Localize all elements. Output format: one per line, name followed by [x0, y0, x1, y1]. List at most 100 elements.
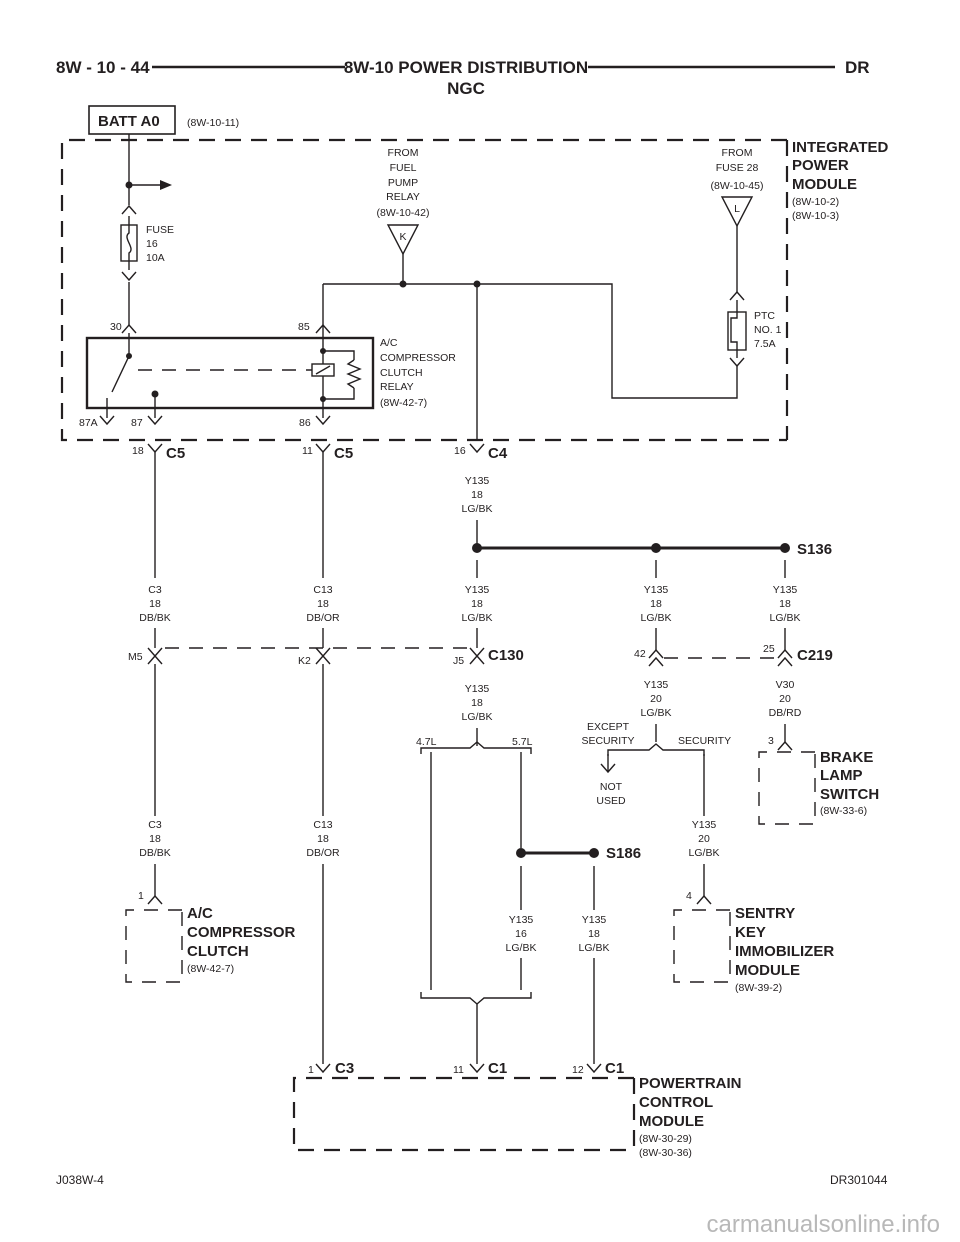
y135-20-color: LG/BK — [641, 707, 672, 719]
pcm-c3-terminal-icon — [315, 1063, 331, 1074]
skim-ref: (8W-39-2) — [735, 982, 782, 994]
c13-lower-color: DB/OR — [306, 847, 340, 859]
y135-sec-color: LG/BK — [689, 847, 720, 859]
ipm-name-2: POWER — [792, 157, 849, 174]
fuse-rating: 10A — [146, 252, 165, 264]
y135-s186-circuit: Y135 — [582, 914, 607, 926]
pin86-terminal-icon — [315, 415, 331, 426]
ptc-label: PTC — [754, 310, 775, 322]
c219-25-top-icon — [777, 648, 793, 659]
page-number: 8W - 10 - 44 — [56, 58, 150, 77]
relay-switch-arm-icon — [111, 355, 130, 393]
c5a-terminal-icon — [147, 443, 163, 454]
fuse-number: 16 — [146, 238, 158, 250]
c219-pin42: 42 — [634, 648, 646, 660]
fuse-element-icon — [126, 216, 132, 270]
clutch-terminal-icon — [147, 894, 163, 905]
except-security-2: SECURITY — [581, 735, 634, 747]
pin30-label: 30 — [110, 321, 122, 333]
c3-lower-circuit: C3 — [148, 819, 162, 831]
s186-node-right — [589, 848, 599, 858]
c130-j5: J5 — [453, 655, 464, 667]
pin87-terminal-icon — [147, 415, 163, 426]
watermark: carmanualsonline.info — [707, 1211, 940, 1238]
y135-c4-color: LG/BK — [462, 503, 493, 515]
s136-node-left — [472, 543, 482, 553]
c130-j5-bottom-icon — [469, 654, 485, 665]
c4-terminal-icon — [469, 443, 485, 454]
c3-upper-color: DB/BK — [139, 612, 171, 624]
pin86-label: 86 — [299, 417, 311, 429]
c130-m5-bottom-icon — [147, 654, 163, 665]
skim-terminal-icon — [696, 894, 712, 905]
ptc-top-terminal-icon — [729, 290, 745, 301]
page-title: 8W-10 POWER DISTRIBUTION — [344, 58, 588, 77]
clutch-component-border — [125, 909, 183, 983]
pin87-label: 87 — [131, 417, 143, 429]
y135-j5-color: LG/BK — [462, 711, 493, 723]
relay-label-ref: (8W-42-7) — [380, 397, 427, 409]
pcm-c3-name: C3 — [335, 1060, 354, 1077]
c13-upper-color: DB/OR — [306, 612, 340, 624]
relay-label-3: CLUTCH — [380, 367, 423, 379]
c3-lower-color: DB/BK — [139, 847, 171, 859]
c4-pin: 16 — [454, 445, 466, 457]
y135-16-gauge: 16 — [515, 928, 527, 940]
clutch-pin: 1 — [138, 890, 144, 902]
clutch-ref: (8W-42-7) — [187, 963, 234, 975]
pcm-c1a-name: C1 — [488, 1060, 507, 1077]
fuse28-from: FROM — [722, 147, 753, 159]
pin85-label: 85 — [298, 321, 310, 333]
c3-lower-gauge: 18 — [149, 833, 161, 845]
ptc-rating: 7.5A — [754, 338, 776, 350]
fpr-ref: (8W-10-42) — [377, 207, 430, 219]
merge-brace — [420, 992, 532, 1005]
c130-j5-top-icon — [469, 647, 485, 658]
skim-name-2: KEY — [735, 924, 766, 941]
c13-upper-gauge: 18 — [317, 598, 329, 610]
fpr-line2: FUEL — [390, 162, 417, 174]
engine-option-brace — [420, 741, 532, 754]
relay-label-1: A/C — [380, 337, 398, 349]
skim-name-3: IMMOBILIZER — [735, 943, 834, 960]
ptc-number: NO. 1 — [754, 324, 782, 336]
ipm-name-1: INTEGRATED — [792, 139, 889, 156]
security-option-brace — [607, 743, 705, 756]
c13-lower-circuit: C13 — [313, 819, 332, 831]
c13-upper-circuit: C13 — [313, 584, 332, 596]
clutch-name-2: COMPRESSOR — [187, 924, 296, 941]
skim-name-1: SENTRY — [735, 905, 795, 922]
c219-25-bottom-icon — [777, 656, 793, 667]
v30-gauge: 20 — [779, 693, 791, 705]
page-subtitle: NGC — [447, 79, 485, 98]
brake-name-3: SWITCH — [820, 786, 879, 803]
pcm-c1a-terminal-icon — [469, 1063, 485, 1074]
y135-a-gauge: 18 — [471, 598, 483, 610]
batt-box — [88, 105, 176, 135]
y135-j5-gauge: 18 — [471, 697, 483, 709]
s186-node-left — [516, 848, 526, 858]
batt-label: BATT A0 — [98, 113, 160, 130]
fpr-letter: K — [399, 231, 406, 243]
pcm-c3-pin: 1 — [308, 1064, 314, 1076]
pcm-component-border — [292, 1076, 634, 1152]
y135-s186-gauge: 18 — [588, 928, 600, 940]
pin87a-label: 87A — [79, 417, 98, 429]
fuse28-name: FUSE 28 — [716, 162, 759, 174]
c5a-pin: 18 — [132, 445, 144, 457]
relay-label-2: COMPRESSOR — [380, 352, 456, 364]
c3-upper-gauge: 18 — [149, 598, 161, 610]
fpr-line4: RELAY — [386, 191, 420, 203]
y135-c-color: LG/BK — [770, 612, 801, 624]
y135-16-color: LG/BK — [506, 942, 537, 954]
model-code: DR — [845, 58, 870, 77]
not-used-1: NOT — [600, 781, 623, 793]
except-security-1: EXCEPT — [587, 721, 630, 733]
c4-name: C4 — [488, 445, 508, 462]
pcm-c1b-terminal-icon — [586, 1063, 602, 1074]
c13-lower-gauge: 18 — [317, 833, 329, 845]
c219-name: C219 — [797, 647, 833, 664]
brake-name-2: LAMP — [820, 767, 863, 784]
c130-k2: K2 — [298, 655, 311, 667]
relay-resistor-bottom — [323, 388, 355, 400]
